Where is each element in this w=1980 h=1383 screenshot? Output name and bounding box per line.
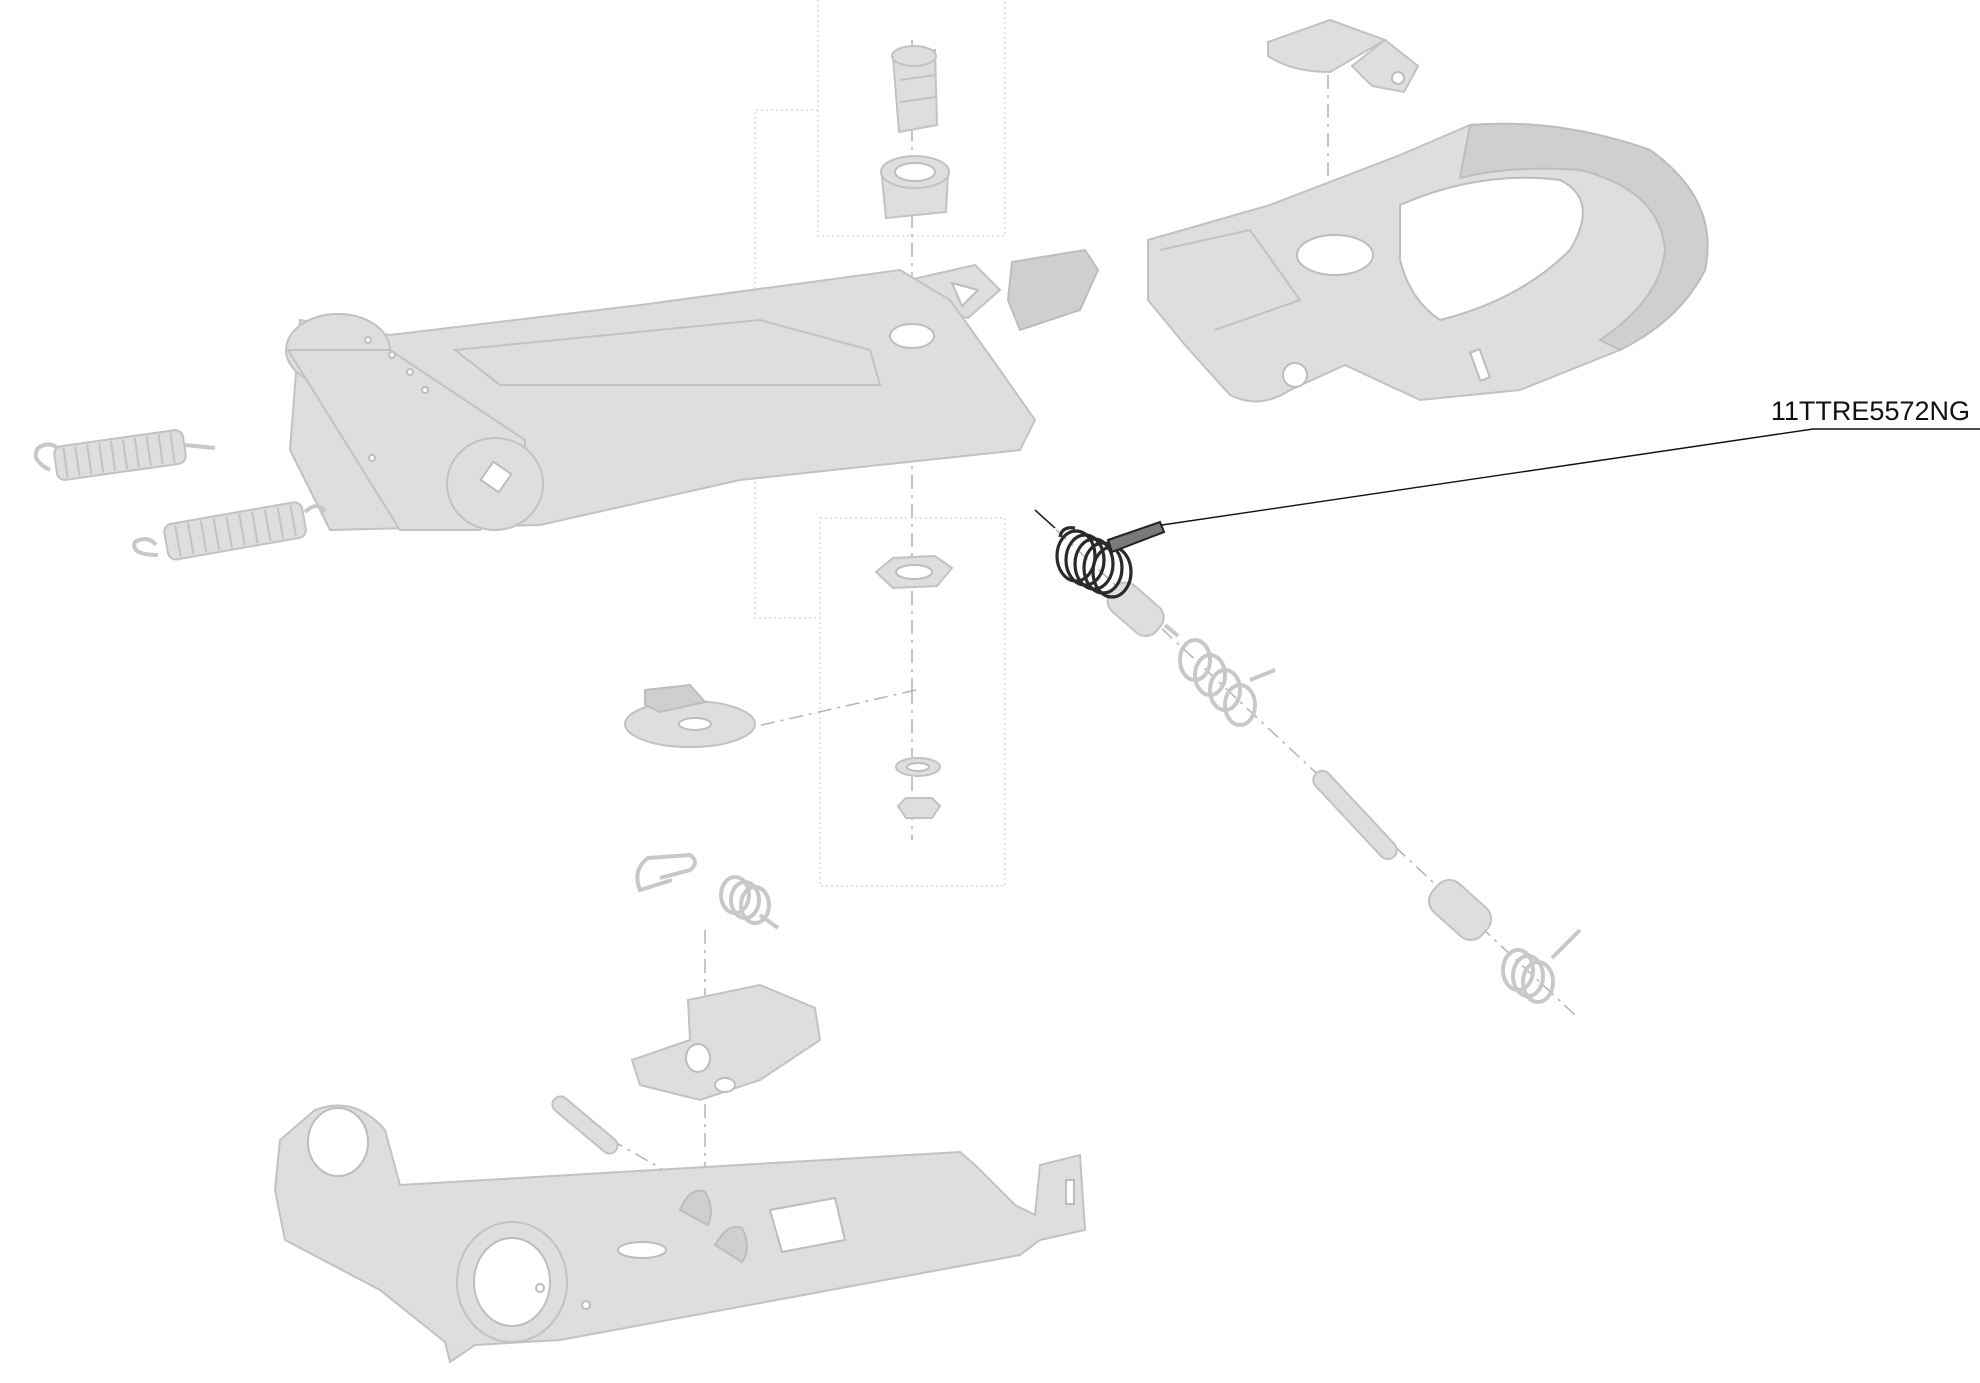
tension-spring-upper <box>33 429 216 481</box>
callout-part-number: 11TTRE5572NG <box>1161 396 1980 526</box>
lock-cylinder <box>891 45 939 134</box>
highlighted-torsion-spring <box>1034 509 1166 599</box>
group-outline-lower <box>819 517 1006 887</box>
torsion-spring-small <box>719 875 780 930</box>
lock-bezel <box>880 155 950 220</box>
wire-spring <box>635 852 697 893</box>
spring-sleeve-lower <box>1427 878 1493 942</box>
part-number-label: 11TTRE5572NG <box>1771 396 1970 426</box>
spring-sleeve-upper <box>1106 581 1165 638</box>
latch-housing <box>285 268 1037 532</box>
torsion-spring-double <box>1163 623 1276 727</box>
pawl <box>630 983 822 1102</box>
torsion-spring-end <box>1501 928 1582 1004</box>
small-washer <box>895 757 941 777</box>
handle-assembly <box>1147 122 1709 403</box>
hex-nut-large <box>874 554 954 590</box>
small-nut <box>896 797 942 819</box>
spring-pin <box>1312 769 1398 861</box>
rubber-pad <box>1006 248 1100 332</box>
key-cap <box>1267 18 1420 94</box>
base-plate <box>273 1104 1087 1364</box>
cam-washer <box>624 683 756 748</box>
tension-spring-lower <box>132 501 327 561</box>
pivot-pin <box>551 1095 619 1155</box>
